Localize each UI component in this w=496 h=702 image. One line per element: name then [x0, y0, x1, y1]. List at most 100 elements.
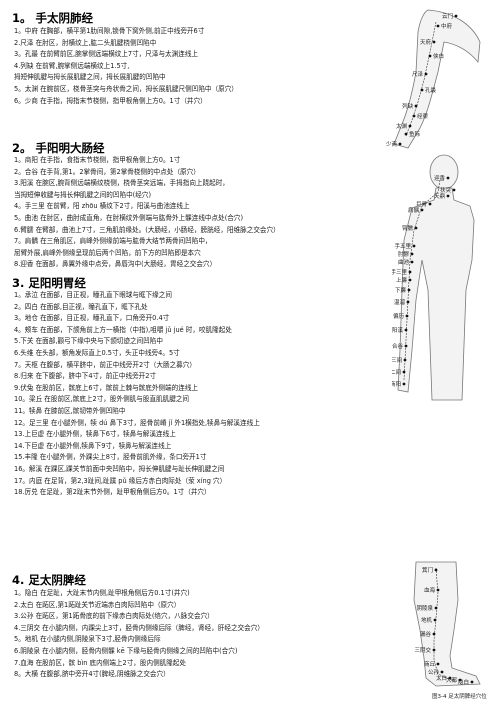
meridian-line: [405, 21, 437, 137]
meridian-line: [403, 179, 441, 381]
acupoint-label: 中府: [441, 22, 453, 30]
acupoint-marker: [414, 104, 418, 108]
acupoint-label: 经渠: [417, 112, 429, 120]
acupoint-label: 肩髃: [408, 206, 420, 214]
head-shape: [429, 154, 459, 190]
acupoint-marker: [428, 54, 432, 58]
text-line: 3.阳溪 在腕区,腕背侧远端横纹桡侧，桡骨茎突远端，手拇指向上跷起时，: [14, 179, 229, 188]
section-title-spleen: 4. 足太阴脾经: [12, 573, 86, 587]
text-line: 1。隐白 在足趾，大趾末节内侧,趾甲根角侧后方0.1寸(井穴): [14, 589, 190, 597]
text-line: 3.公孙 在跖区，第1跖骨底的前下缘赤白肉际处(络穴，八脉交会穴）: [14, 612, 214, 621]
acupoint-marker: [402, 382, 406, 386]
acupoint-marker: [406, 300, 410, 304]
text-line: 15.丰隆 在小腿外侧，外踝尖上8寸，胫骨前肌外缘，条口旁开1寸: [14, 453, 207, 462]
text-line: 屈臂外展,肩峰外侧缘呈现前后两个凹陷，前下方的凹陷即是本穴: [14, 248, 201, 257]
acupoint-label: 侠白: [433, 52, 444, 60]
acupoint-label: 太渊: [396, 122, 408, 130]
text-line: 3。地仓 在面部，目正视，瞳孔直下，口角旁开0.4寸: [14, 314, 170, 323]
text-line: 5。地机 在小腿内侧,阴陵泉下3寸,胫骨内侧缘后际: [14, 635, 161, 644]
acupoint-marker: [432, 648, 436, 652]
acupoint-label: 商丘: [424, 660, 436, 668]
acupoint-label: 天府: [420, 38, 432, 46]
text-line: 1。中府 在胸部，横平第1肋间隙,锁骨下窝外侧,前正中线旁开6寸: [14, 27, 205, 35]
text-line: 2.太白 在跖区,第1跖趾关节近端赤白肉际凹陷中（原穴）: [14, 600, 181, 609]
text-line: 17。内庭 在足背，第2,3趾间,趾蹼 pǔ 缘后方赤白肉际处（荥 xíng 穴…: [14, 476, 227, 485]
acupoint-label: 血海: [424, 586, 436, 594]
acupoint-label: 二间: [392, 368, 401, 376]
text-line: 6.头维 在头部，额角发际直上0.5寸，头正中线旁4。5寸: [14, 348, 180, 357]
text-line: 1。商阳 在手指，食指末节桡侧，指甲根角侧上方0。1寸: [14, 156, 181, 164]
meridian-line: [433, 567, 457, 683]
acupoint-marker: [414, 226, 418, 230]
acupoint-marker: [448, 676, 452, 680]
acupoint-marker: [434, 606, 438, 610]
acupoint-marker: [420, 88, 424, 92]
acupoint-marker: [410, 260, 414, 264]
acupoint-label: 天鼎: [434, 193, 445, 200]
text-line: 3。孔最 在前臂前区,腕掌侧远端横纹上7寸，尺泽与太渊连线上: [14, 50, 199, 59]
acupoint-label: 手五里: [394, 242, 411, 250]
text-line: 8.归来 在下腹部，脐中下4寸，前正中线旁开2寸: [14, 372, 157, 381]
acupoint-marker: [408, 270, 412, 274]
text-line: 拇短伸肌腱与拇长展肌腱之间，拇长展肌腱的凹陷中: [14, 73, 166, 82]
section-body-spleen: 1。隐白 在足趾，大趾末节内侧,趾甲根角侧后方0.1寸(井穴) 2.太白 在跖区…: [14, 588, 264, 681]
section-body-lung: 1。中府 在胸部，横平第1肋间隙,锁骨下窝外侧,前正中线旁开6寸 2.尺泽 在肘…: [14, 26, 238, 107]
acupoint-marker: [398, 142, 402, 146]
acupoint-label: 曲池: [398, 258, 410, 266]
text-line: 16。解溪 在踝区,踝关节前面中央凹陷中，拇长伸肌腱与趾长伸肌腱之间: [14, 464, 225, 473]
acupoint-marker: [454, 14, 458, 18]
acupoint-marker: [470, 680, 474, 684]
text-line: 6。少商 在手指，拇指末节桡侧，指甲根角侧上方0。1寸（井穴）: [14, 96, 207, 105]
acupoint-label: 合谷: [392, 342, 403, 350]
acupoint-label: 公孙: [428, 668, 440, 676]
acupoint-marker: [436, 24, 440, 28]
text-line: 1。承泣 在面部，目正视，瞳孔直下眼球与眶下缘之间: [14, 291, 172, 299]
acupoint-label: 大都: [446, 676, 458, 684]
acupoint-label: 鱼际: [409, 130, 421, 138]
acupoint-label: 下廉: [395, 286, 407, 294]
acupoint-marker: [458, 678, 462, 682]
acupoint-label: 阳溪: [392, 326, 403, 334]
acupoint-marker: [410, 252, 414, 256]
text-line: 13.上巨虚 在小腿外侧，犊鼻下6寸，犊鼻与解溪连线上: [14, 430, 176, 439]
acupoint-label: 三间: [392, 356, 402, 364]
acupoint-marker: [452, 188, 456, 192]
acupoint-marker: [403, 358, 407, 362]
text-line: 6.臂臑 在臂部，曲池上7寸，三角肌前缘处。(大肠经，小肠经，膀胱经，阳维脉之交…: [14, 225, 280, 234]
acupoint-label: 隐白: [458, 678, 469, 686]
text-line: 6.阴陵泉 在小腿内侧，胫骨内侧髁 kē 下缘与胫骨内侧缘之间的凹陷中(合穴): [14, 646, 238, 655]
acupoint-label: 扶突: [440, 186, 452, 194]
acupoint-marker: [404, 344, 408, 348]
text-line: 5。太渊 在腕前区，桡骨茎突与舟状骨之间，拇长展肌腱尺侧凹陷中（原穴）: [14, 84, 238, 93]
acupoint-label: 迎香: [434, 174, 446, 182]
acupoint-marker: [434, 568, 438, 572]
acupoint-label: 肘髎: [398, 250, 410, 258]
large-intestine-meridian-figure: 迎香扶突天鼎巨骨肩髃臂臑手五里肘髎曲池手三里上廉下廉温溜偏历阳溪合谷三间二间商阳: [392, 150, 492, 410]
leg-shape: [413, 561, 481, 687]
acupoint-label: 箕门: [422, 566, 433, 574]
text-line: 4.列缺 在前臂,腕掌侧远端横纹上1.5寸,: [14, 61, 130, 70]
text-line: 4。手三里 在前臂，阳 zhōu 横纹下2寸，阳溪与曲池连线上: [14, 202, 190, 211]
acupoint-marker: [436, 588, 440, 592]
acupoint-marker: [428, 202, 432, 206]
acupoint-marker: [440, 670, 444, 674]
acupoint-marker: [408, 124, 412, 128]
acupoint-label: 地机: [421, 616, 433, 624]
text-line: 2.尺泽 在肘区，肘横纹上,肱二头肌腱桡侧凹陷中: [14, 38, 157, 47]
acupoint-marker: [404, 132, 408, 136]
acupoint-marker: [432, 632, 436, 636]
acupoint-label: 太白: [436, 674, 447, 682]
section-title-stomach: 3. 足阳明胃经: [12, 276, 86, 290]
text-line: 2。合谷 在手背,第1。2掌骨间，第2掌骨桡侧的中点处（原穴）: [14, 167, 200, 176]
acupoint-label: 尺泽: [412, 70, 424, 78]
lung-meridian-figure: 云门中府天府侠白尺泽孔最列缺经渠太渊鱼际少商: [368, 2, 492, 152]
acupoint-marker: [407, 288, 411, 292]
text-line: 7.血海 在股前区，髌 bìn 底内侧端上2寸，股内侧肌隆起处: [14, 658, 187, 667]
text-line: 10。梁丘 在股前区,髌底上2寸，股外侧肌与股直肌肌腱之间: [14, 395, 190, 404]
text-line: 8。大横 在腹部,脐中旁开4寸(脾经,阴维脉之交会穴）: [14, 670, 170, 679]
acupoint-marker: [408, 278, 412, 282]
text-line: 2。四白 在面部,目正视，瞳孔直下，眶下孔处: [14, 302, 148, 311]
figure-caption: 图3-4 足太阴脾经穴位: [432, 694, 487, 700]
acupoint-marker: [446, 194, 450, 198]
